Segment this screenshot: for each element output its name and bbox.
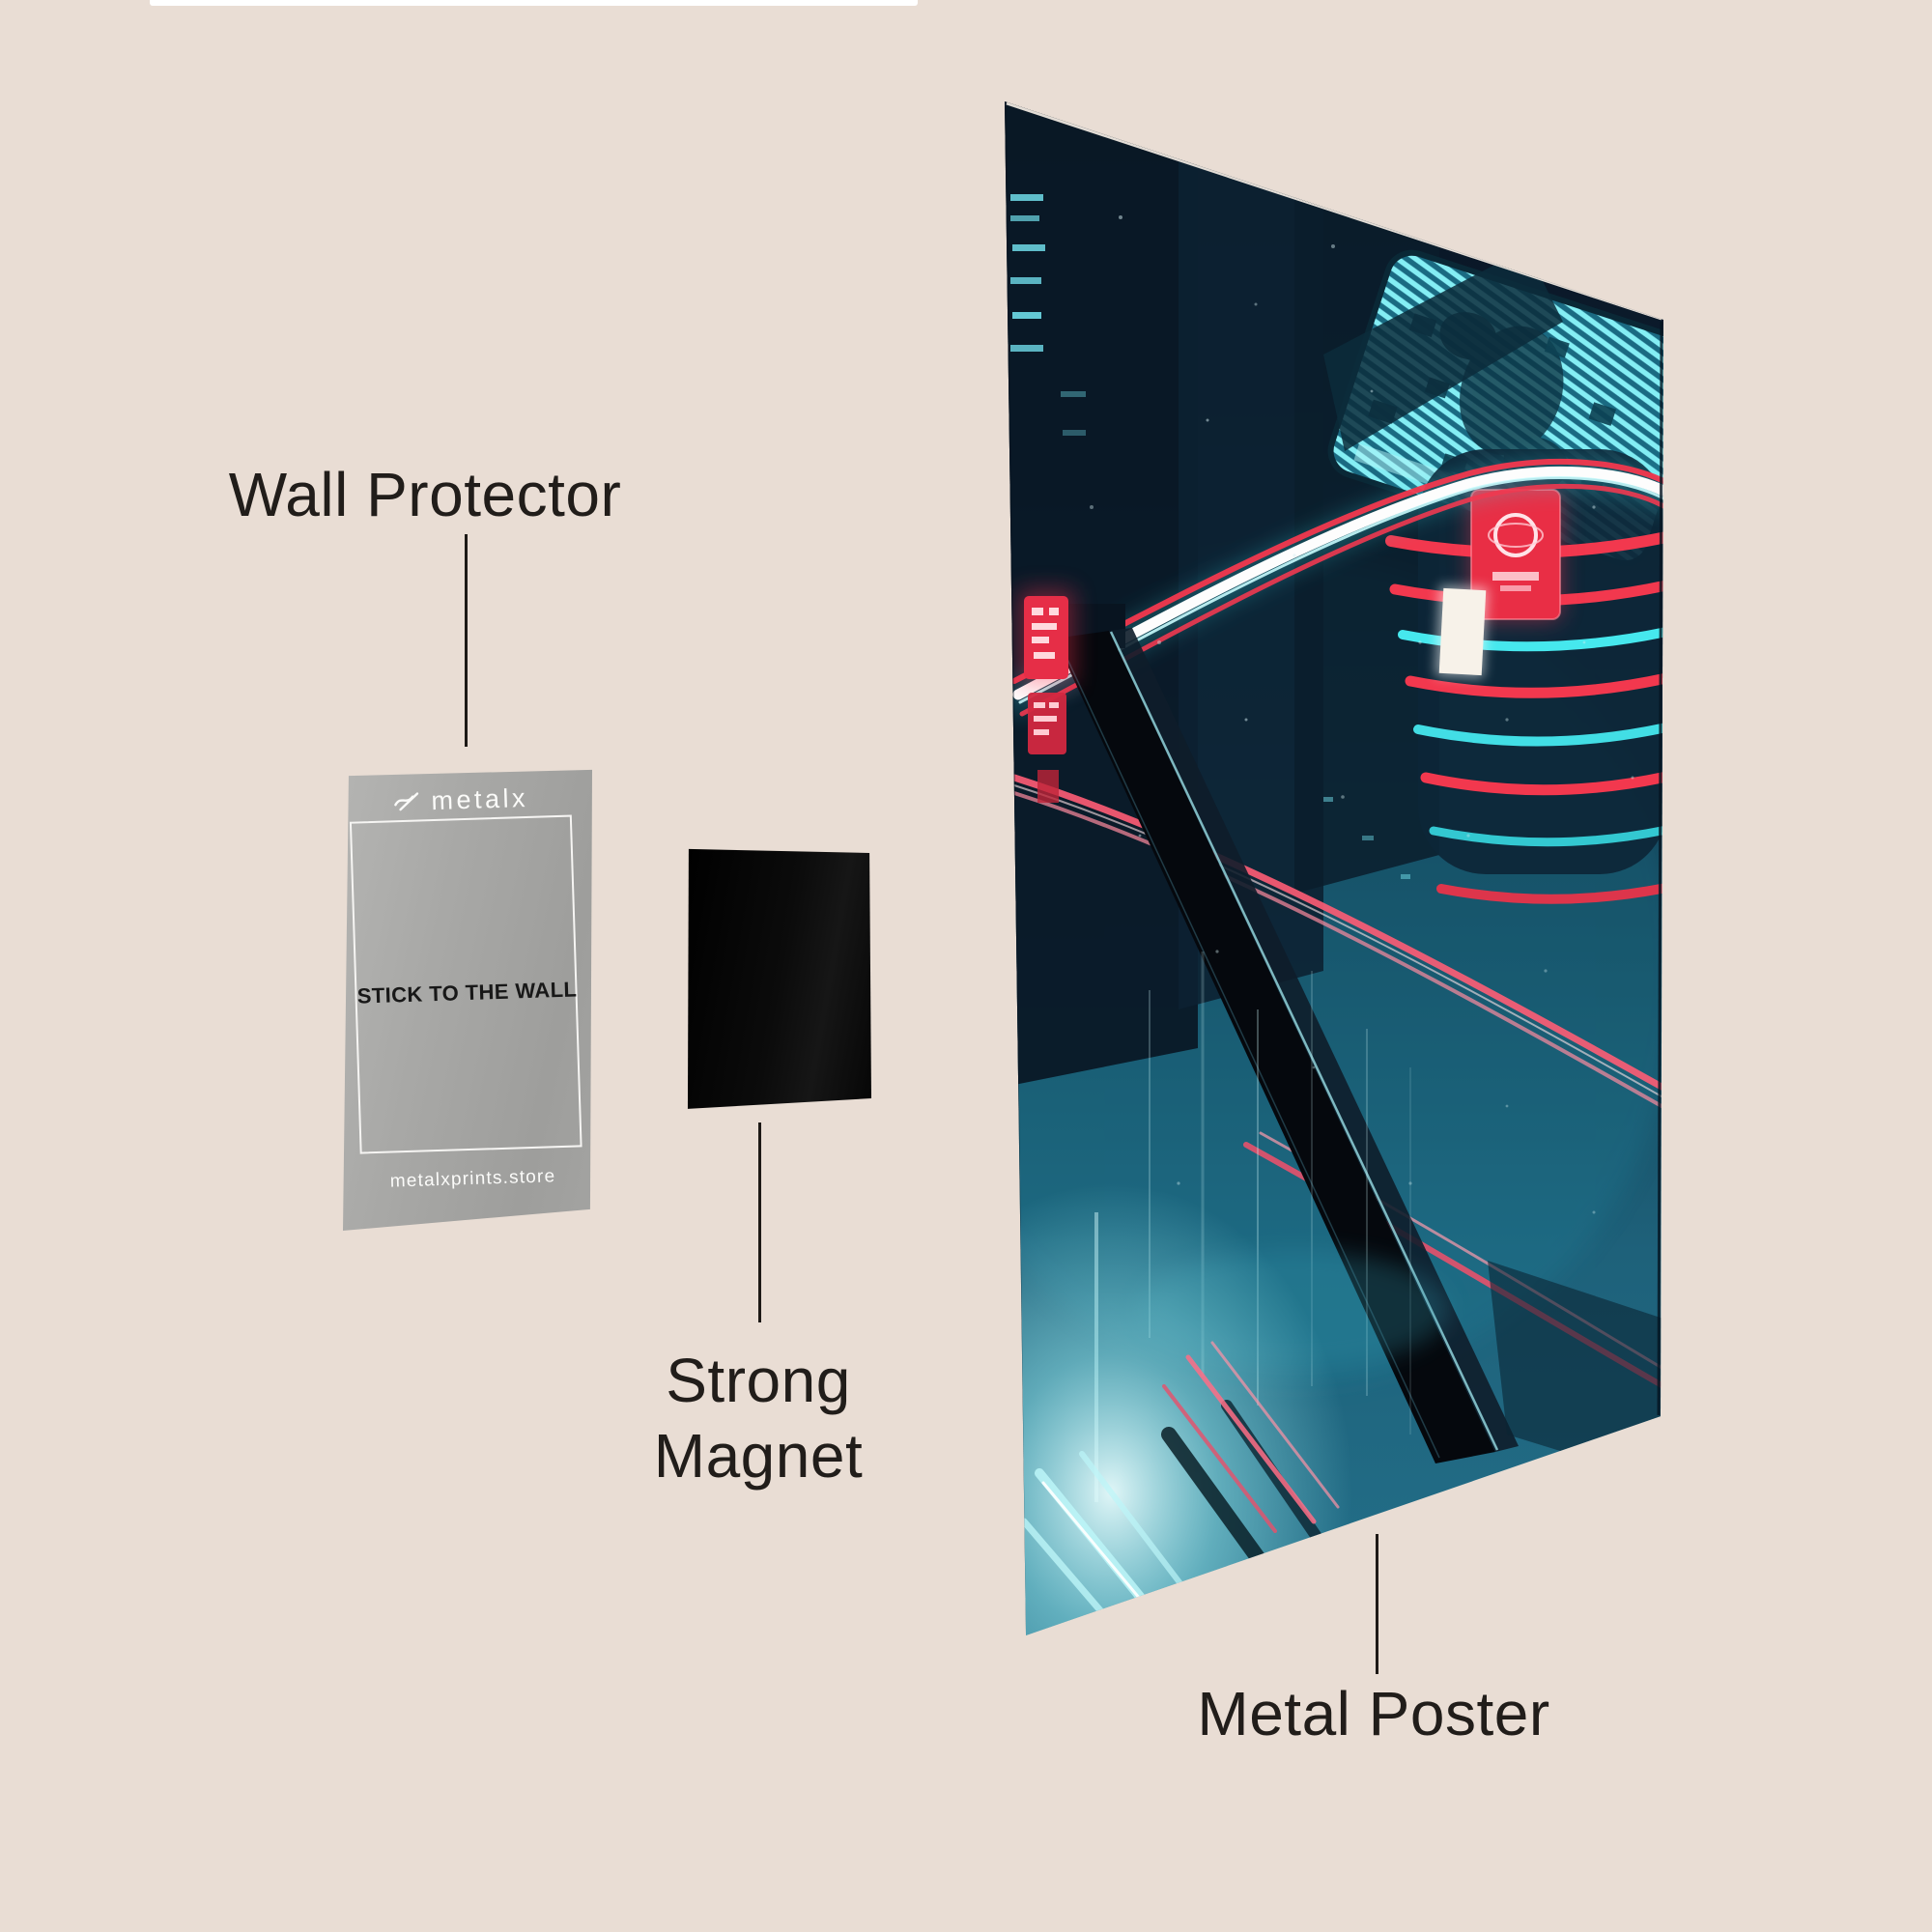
card-brand-text: metalx — [431, 782, 529, 815]
wall-protector-leader-line — [465, 534, 468, 747]
red-neon-sign — [1470, 489, 1561, 620]
strong-magnet-label-line2: Magnet — [653, 1421, 864, 1491]
strong-magnet-leader-line — [758, 1122, 761, 1322]
card-brand: metalx — [343, 780, 586, 820]
metalx-logo-icon — [394, 792, 419, 811]
top-white-strip — [150, 0, 918, 6]
street-neon-signs — [1018, 589, 1074, 803]
metal-poster-label: Metal Poster — [1197, 1679, 1550, 1748]
metal-poster-leader-line — [1376, 1534, 1378, 1674]
wall-protector-label: Wall Protector — [228, 460, 622, 529]
grain-specks — [1090, 215, 1634, 1214]
card-website: metalxprints.store — [389, 1166, 556, 1192]
wall-protector-card-face: metalx STICK TO THE WALL metalxprints.st… — [343, 770, 592, 1231]
window-lights — [1010, 194, 1410, 879]
lit-white-panel — [1435, 584, 1489, 679]
metal-poster-figure — [1005, 101, 1663, 1635]
strong-magnet-swatch — [687, 848, 871, 1109]
strong-magnet-label-line1: Strong — [666, 1346, 851, 1415]
wall-protector-card: metalx STICK TO THE WALL metalxprints.st… — [343, 769, 592, 1231]
poster-artwork — [1005, 101, 1663, 1635]
